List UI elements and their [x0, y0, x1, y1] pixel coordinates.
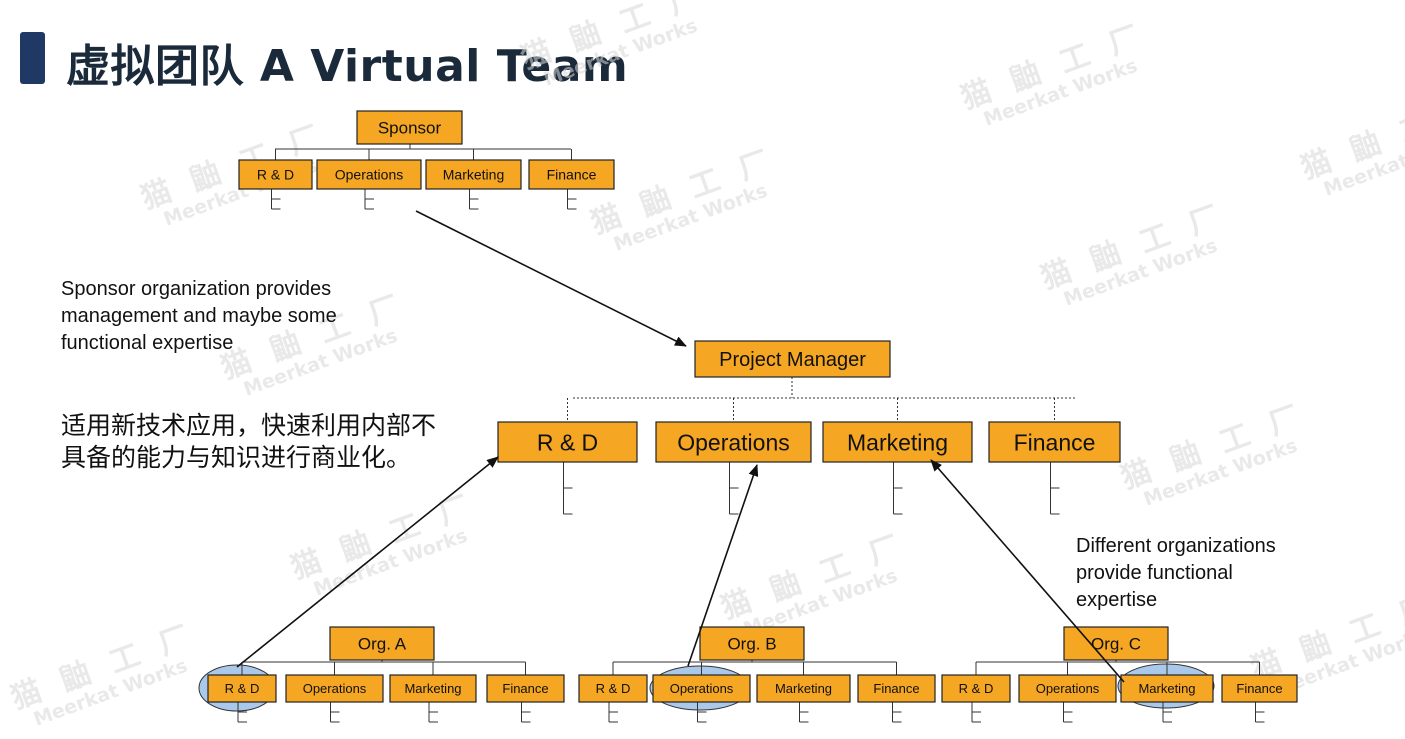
arrow-org-c-to-marketing — [930, 459, 1125, 683]
org-org-c-unit-r-d: R & D — [941, 674, 1011, 703]
org-org-c-unit-operations-box — [1018, 674, 1117, 703]
org-org-a-unit-marketing-label: Marketing — [404, 681, 461, 696]
arrow-sponsor-to-pm — [415, 210, 687, 347]
project-manager-label: Project Manager — [719, 349, 866, 371]
sponsor-head: Sponsor — [356, 110, 463, 145]
org-org-a-unit-r-d: R & D — [207, 674, 277, 703]
org-org-a-unit-marketing: Marketing — [389, 674, 477, 703]
org-org-a-unit-marketing-box — [389, 674, 477, 703]
org-org-a-unit-finance-label: Finance — [502, 681, 548, 696]
org-org-c-unit-marketing-box — [1120, 674, 1214, 703]
org-org-c-unit-marketing: Marketing — [1120, 674, 1214, 703]
org-org-b-unit-r-d-label: R & D — [596, 681, 631, 696]
sponsor-unit-r-d-label: R & D — [257, 167, 294, 183]
sponsor-unit-r-d: R & D — [238, 159, 313, 190]
sponsor-unit-operations-box — [316, 159, 422, 190]
pm-unit-marketing-box — [822, 421, 973, 463]
page-title: 虚拟团队 A Virtual Team — [66, 41, 629, 92]
org-org-c-unit-finance-label: Finance — [1236, 681, 1282, 696]
org-org-c-unit-r-d-label: R & D — [959, 681, 994, 696]
org-org-b-unit-operations: Operations — [652, 674, 751, 703]
org-org-a-head: Org. A — [329, 626, 435, 661]
org-org-a-unit-r-d-box — [207, 674, 277, 703]
pm-unit-finance-box — [988, 421, 1121, 463]
org-org-b-unit-operations-label: Operations — [670, 681, 734, 696]
org-org-c-unit-finance-box — [1221, 674, 1298, 703]
sponsor-unit-operations: Operations — [316, 159, 422, 190]
org-org-c-unit-r-d-box — [941, 674, 1011, 703]
arrow-org-b-to-operations — [687, 464, 759, 667]
org-org-b-unit-marketing: Marketing — [756, 674, 851, 703]
arrow-org-a-to-rd — [236, 456, 499, 668]
org-org-a-unit-operations-label: Operations — [303, 681, 367, 696]
pm-unit-operations-box — [655, 421, 812, 463]
org-org-b-unit-marketing-box — [756, 674, 851, 703]
org-org-b-head-box — [699, 626, 805, 661]
sponsor-head-box — [356, 110, 463, 145]
org-org-b-unit-r-d: R & D — [578, 674, 648, 703]
org-org-b-head-label: Org. B — [727, 635, 776, 654]
sponsor-unit-marketing-label: Marketing — [443, 167, 504, 183]
expertise-note: Different organizations provide function… — [1076, 535, 1276, 611]
org-org-a-head-box — [329, 626, 435, 661]
pm-unit-finance-label: Finance — [1014, 429, 1096, 455]
org-org-a-head-label: Org. A — [358, 635, 407, 654]
sponsor-unit-finance: Finance — [528, 159, 615, 190]
pm-unit-marketing: Marketing — [822, 421, 973, 463]
org-org-b-unit-operations-box — [652, 674, 751, 703]
project-manager-box — [694, 340, 891, 378]
pm-unit-marketing-label: Marketing — [847, 429, 948, 455]
sponsor-unit-r-d-box — [238, 159, 313, 190]
sponsor-unit-operations-label: Operations — [335, 167, 403, 183]
pm-unit-r-d-box — [497, 421, 638, 463]
org-org-c-unit-marketing-label: Marketing — [1138, 681, 1195, 696]
pm-unit-operations-label: Operations — [677, 429, 790, 455]
org-org-a-unit-finance: Finance — [486, 674, 565, 703]
project-manager: Project Manager — [694, 340, 891, 378]
org-org-b-head: Org. B — [699, 626, 805, 661]
org-org-b-unit-finance-label: Finance — [873, 681, 919, 696]
sponsor-head-label: Sponsor — [378, 119, 442, 138]
sponsor-unit-marketing: Marketing — [425, 159, 522, 190]
application-note: 适用新技术应用，快速利用内部不 具备的能力与知识进行商业化。 — [61, 411, 437, 472]
org-org-a-unit-finance-box — [486, 674, 565, 703]
pm-unit-finance: Finance — [988, 421, 1121, 463]
org-org-a-unit-r-d-label: R & D — [225, 681, 260, 696]
org-org-a-unit-operations: Operations — [285, 674, 384, 703]
pm-unit-r-d: R & D — [497, 421, 638, 463]
sponsor-unit-finance-label: Finance — [547, 167, 597, 183]
sponsor-note: Sponsor organization provides management… — [61, 278, 337, 354]
org-org-b-unit-marketing-label: Marketing — [775, 681, 832, 696]
pm-unit-operations: Operations — [655, 421, 812, 463]
sponsor-unit-finance-box — [528, 159, 615, 190]
sponsor-unit-marketing-box — [425, 159, 522, 190]
org-org-c-unit-operations: Operations — [1018, 674, 1117, 703]
org-org-c-unit-finance: Finance — [1221, 674, 1298, 703]
org-org-c-unit-operations-label: Operations — [1036, 681, 1100, 696]
title-accent-bar — [20, 32, 45, 84]
org-org-a-unit-operations-box — [285, 674, 384, 703]
org-org-c-head-label: Org. C — [1091, 635, 1141, 654]
org-org-b-unit-finance: Finance — [857, 674, 936, 703]
org-org-b-unit-r-d-box — [578, 674, 648, 703]
org-org-b-unit-finance-box — [857, 674, 936, 703]
pm-unit-r-d-label: R & D — [537, 429, 598, 455]
